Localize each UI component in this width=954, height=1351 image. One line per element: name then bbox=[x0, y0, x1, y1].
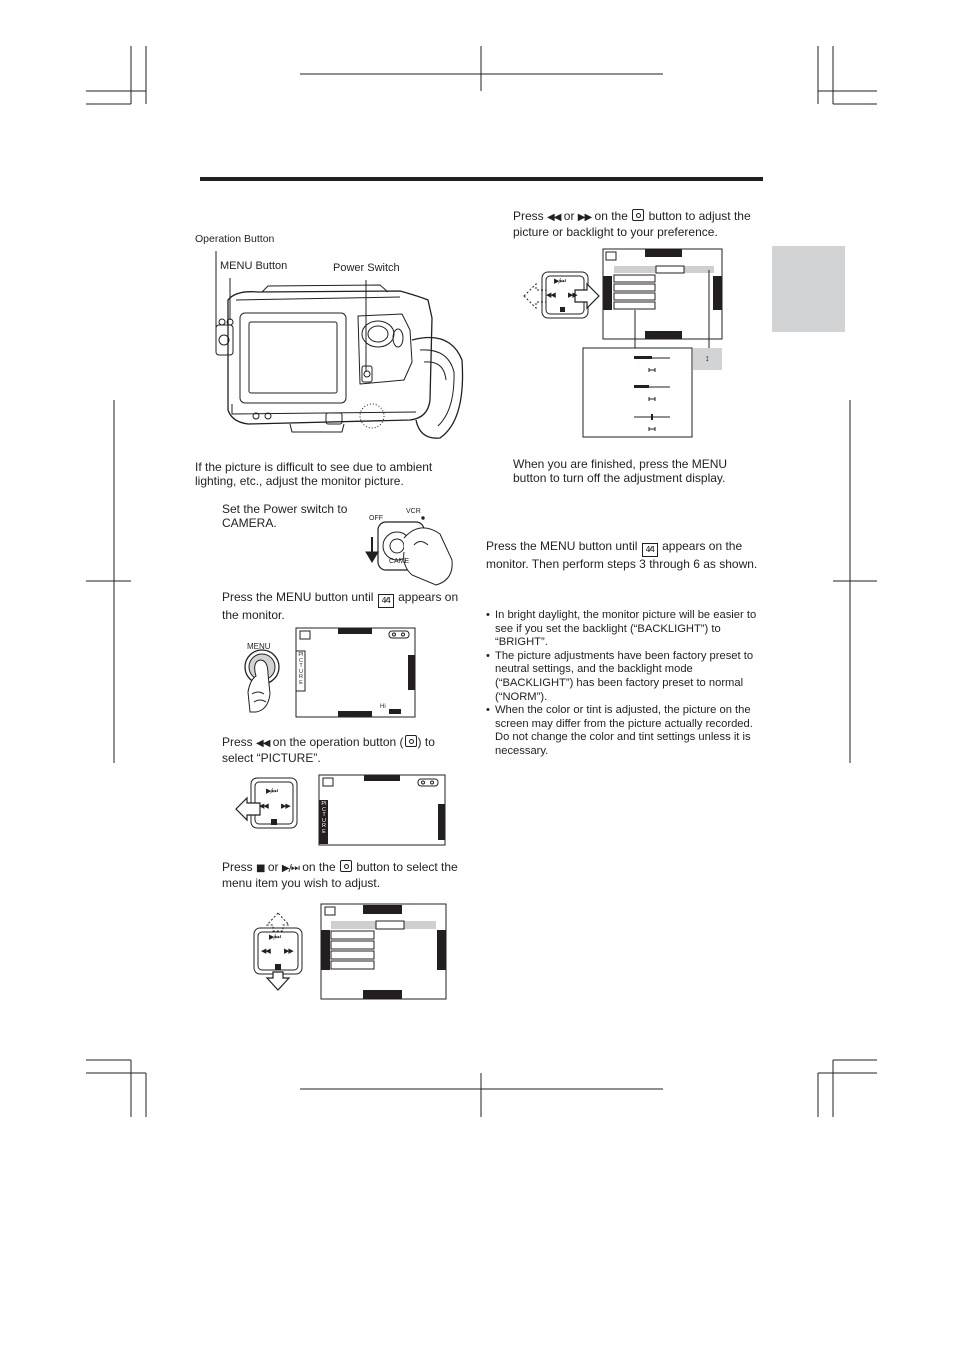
camera-menu-icon: 4⁄4 bbox=[377, 594, 394, 608]
vcr-menu-icon: 4⁄4 bbox=[641, 543, 658, 557]
menu-button-label: MENU Button bbox=[220, 260, 288, 272]
operation-button-label: Operation Button bbox=[195, 233, 275, 245]
note-item: The picture adjustments have been factor… bbox=[486, 650, 762, 704]
crop-marks bbox=[86, 46, 877, 1117]
stop-icon: ■ bbox=[256, 863, 266, 874]
fast-forward-symbol-b: ▶▶ bbox=[284, 947, 294, 955]
adjustment-detail-panel bbox=[582, 347, 722, 438]
fast-forward-symbol-c: ▶▶ bbox=[568, 291, 578, 299]
hi-indicator: Hi bbox=[380, 704, 386, 710]
play-pause-symbol-c: ▶/⏭ bbox=[554, 277, 566, 285]
step2-text: Press the MENU button until 4⁄4 appears … bbox=[222, 590, 459, 622]
operation-button-icon bbox=[339, 860, 352, 872]
note-item: When the color or tint is adjusted, the … bbox=[486, 704, 762, 758]
monitor-screen-step3 bbox=[318, 774, 446, 846]
rewind-symbol-a: ◀◀ bbox=[259, 802, 269, 810]
updown-indicator: ↕ bbox=[705, 353, 710, 363]
switch-off-label: OFF bbox=[369, 515, 383, 522]
rewind-symbol-c: ◀◀ bbox=[546, 291, 556, 299]
notes-list: In bright daylight, the monitor picture … bbox=[486, 609, 762, 759]
switch-camera-label: CAME bbox=[389, 558, 410, 565]
menu-key-label: MENU bbox=[247, 642, 271, 651]
step3-text: Press ◀◀ on the operation button () to s… bbox=[222, 735, 435, 765]
play-pause-icon: ▶/⏭ bbox=[281, 863, 300, 874]
menu-tab-picture-b: PICTURE bbox=[321, 801, 327, 835]
monitor-screen-step5 bbox=[602, 248, 723, 348]
power-switch-label: Power Switch bbox=[333, 262, 400, 274]
header-rule bbox=[200, 177, 763, 181]
rewind-icon: ◀◀ bbox=[256, 738, 270, 749]
rewind-symbol-b: ◀◀ bbox=[261, 947, 271, 955]
rewind-icon: ◀◀ bbox=[547, 212, 561, 223]
fast-forward-icon: ▶▶ bbox=[577, 212, 592, 223]
note-item: In bright daylight, the monitor picture … bbox=[486, 609, 762, 650]
menu-tab-picture-a: PICTURE bbox=[298, 652, 304, 686]
fast-forward-symbol-a: ▶▶ bbox=[281, 802, 291, 810]
step6-text: When you are finished, press the MENU bu… bbox=[513, 457, 728, 485]
operation-button-step4 bbox=[253, 912, 303, 991]
monitor-screen-step2 bbox=[295, 627, 416, 718]
power-switch-illustration bbox=[365, 516, 453, 586]
operation-button-step5 bbox=[523, 271, 600, 319]
camcorder-illustration bbox=[215, 284, 464, 439]
monitor-screen-step4 bbox=[320, 903, 447, 1000]
operation-button-icon bbox=[632, 209, 645, 221]
step5-text: Press ◀◀ or ▶▶ on the button to adjust t… bbox=[513, 209, 751, 239]
vcr-mode-text: Press the MENU button until 4⁄4 appears … bbox=[486, 539, 758, 571]
operation-button-step3 bbox=[235, 777, 298, 829]
intro-paragraph: If the picture is difficult to see due t… bbox=[195, 460, 433, 488]
step4-text: Press ■ or ▶/⏭ on the button to select t… bbox=[222, 860, 458, 890]
operation-button-icon bbox=[404, 735, 417, 747]
switch-vcr-label: VCR bbox=[406, 508, 421, 515]
play-pause-symbol-b: ▶/⏭ bbox=[269, 933, 281, 941]
menu-button-hand-illustration bbox=[244, 649, 280, 713]
step1-text: Set the Power switch to CAMERA. bbox=[222, 502, 348, 530]
side-tab bbox=[772, 246, 845, 332]
play-pause-symbol-a: ▶/⏭ bbox=[266, 787, 278, 795]
